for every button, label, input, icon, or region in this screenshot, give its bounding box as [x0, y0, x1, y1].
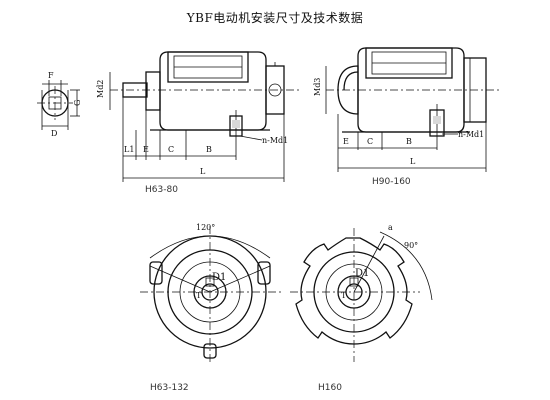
motor-front-view-large: 90° a D1 T H160: [290, 223, 433, 393]
label-T-small: T: [196, 291, 202, 300]
label-D1-small: D1: [212, 272, 226, 283]
page-title: YBF电动机安装尺寸及技术数据: [186, 11, 364, 25]
motor-side-view-large: Md3 n-Md1 E C B L H90-160: [313, 47, 500, 187]
label-B-large: B: [406, 137, 412, 146]
label-Md3: Md3: [313, 78, 322, 96]
label-T-large: T: [341, 291, 347, 300]
label-G: G: [73, 100, 82, 106]
label-B-small: B: [206, 145, 212, 154]
caption-H160: H160: [318, 383, 342, 393]
label-angle-90: 90°: [404, 241, 418, 250]
label-nMd1-small: n-Md1: [262, 136, 288, 145]
label-E-small: E: [143, 145, 149, 154]
label-angle-120: 120°: [196, 223, 215, 232]
label-a: a: [388, 223, 393, 232]
shaft-section: F G D: [37, 71, 82, 138]
motor-side-view-small: Md2 n-Md1 L1 E C B L H63-80: [96, 51, 300, 195]
label-C-large: C: [367, 137, 373, 146]
label-nMd1-large: n-Md1: [458, 130, 484, 139]
label-L-small: L: [200, 167, 206, 176]
label-Md2: Md2: [96, 80, 105, 98]
caption-H90-160: H90-160: [372, 177, 411, 187]
label-D1-large: D1: [355, 268, 369, 279]
label-C-small: C: [168, 145, 174, 154]
label-L1: L1: [124, 145, 134, 154]
label-L-large: L: [410, 157, 416, 166]
caption-H63-80: H63-80: [145, 185, 178, 195]
label-E-large: E: [343, 137, 349, 146]
label-F: F: [48, 71, 54, 80]
label-D: D: [51, 129, 57, 138]
caption-H63-132: H63-132: [150, 383, 189, 393]
motor-front-view-small: 120° D1 T H63-132: [140, 223, 282, 393]
